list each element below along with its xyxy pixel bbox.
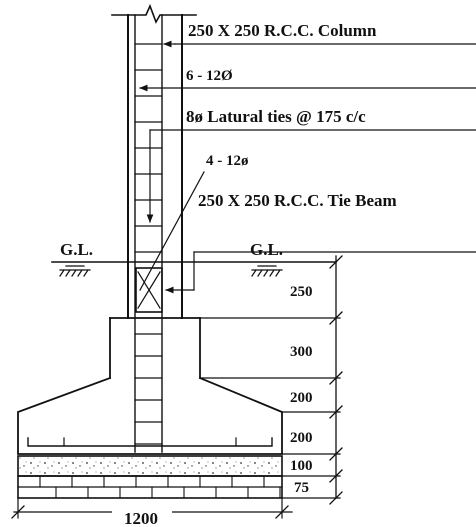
tie-beam-label: 250 X 250 R.C.C. Tie Beam [198,191,397,210]
gl-left-label: G.L. [60,240,93,259]
column-main-bars [134,14,163,453]
brick-soling [17,475,283,499]
column-label: 250 X 250 R.C.C. Column [188,21,377,40]
pedestal [109,317,201,379]
dim-1200: 1200 [124,509,158,527]
column-outline [111,3,197,319]
dim-250: 250 [290,284,313,300]
lateral-ties [134,43,163,445]
dim-100: 100 [290,458,313,474]
gl-right-label: G.L. [250,240,283,259]
pcc-bed [17,455,283,477]
dim-200-upper: 200 [290,390,313,406]
beam-bars-label: 4 - 12ø [206,153,249,169]
footing-slab [17,376,283,455]
dim-75: 75 [294,480,309,496]
dim-300: 300 [290,344,313,360]
ties-label: 8ø Latural ties @ 175 c/c [186,107,366,126]
dim-200-lower: 200 [290,430,313,446]
dim-1200-bg [112,506,172,526]
vertical-dimension-line [199,255,343,505]
tie-beam-section [135,267,163,313]
leader-lines [139,40,476,294]
main-bars-label: 6 - 12Ø [186,68,233,84]
